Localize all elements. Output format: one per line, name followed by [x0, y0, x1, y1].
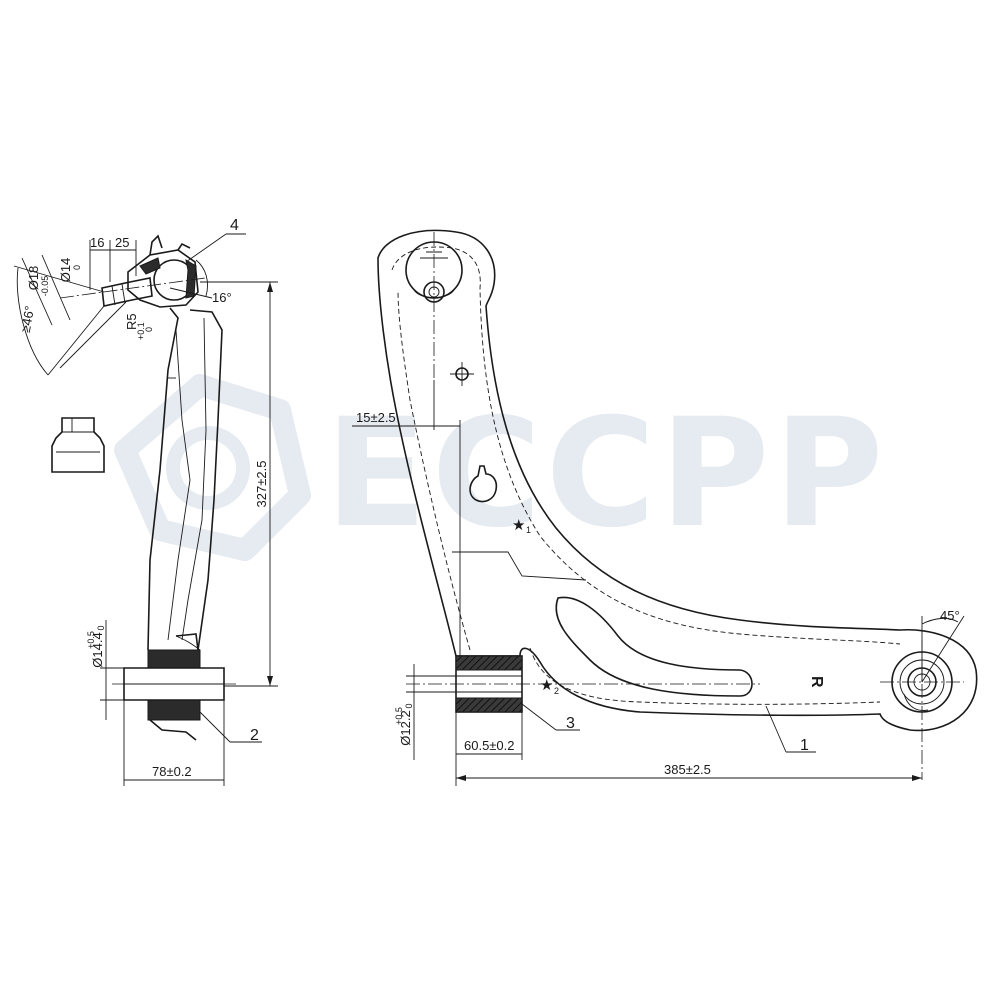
- dim-16: 16: [90, 235, 104, 250]
- watermark-logo-core-icon: [166, 426, 250, 510]
- dim-o15: 15±2.5: [356, 410, 396, 425]
- dim-d14-tol: 0: [72, 265, 82, 270]
- dim-w605: 60.5±0.2: [464, 738, 515, 753]
- dim-l385: 385±2.5: [664, 762, 711, 777]
- dim-d144: Ø14.4: [90, 632, 105, 667]
- dim-ang16: 16°: [212, 290, 232, 305]
- dim-ang46: ≥46°: [18, 305, 37, 334]
- dim-w78: 78±0.2: [152, 764, 192, 779]
- watermark-logo-icon: [114, 374, 311, 561]
- dim-r5: R5: [124, 313, 139, 330]
- dim-d122: Ø12.2: [398, 710, 413, 745]
- dim-d18: Ø18: [26, 266, 41, 291]
- dim-d18-tol: -0.05: [40, 276, 50, 297]
- side-view: 16 25 Ø18 -0.05 Ø14 0 ≥46° R5 +0.1 0 16°…: [13, 217, 278, 786]
- marker-star-1: ★: [512, 516, 525, 534]
- callout-4: 4: [230, 217, 239, 234]
- callout-3: 3: [566, 715, 575, 732]
- ball-joint-housing: [127, 249, 199, 308]
- callout-2: 2: [250, 727, 259, 744]
- bushing-2-side: [112, 633, 236, 741]
- bushing-3-plan: [406, 655, 760, 713]
- plan-view: ★ 1 ★ 2 R 45°: [352, 229, 978, 786]
- dim-ang45: 45°: [940, 608, 960, 623]
- marker-star-1-sub: 1: [526, 525, 531, 535]
- marker-star-2: ★: [540, 676, 553, 694]
- callout-1: 1: [800, 737, 809, 754]
- keyhole: [469, 465, 498, 503]
- dim-r5-tol-top: +0.1: [136, 322, 146, 340]
- dim-d144-tol-bottom: 0: [96, 625, 106, 630]
- side-mark-r: R: [808, 676, 825, 688]
- dim-h327: 327±2.5: [254, 461, 269, 508]
- watermark: ECCPP: [114, 374, 888, 561]
- dim-d14: Ø14: [58, 258, 73, 283]
- arm-side-profile: [147, 307, 223, 651]
- dim-d144-tol-top: +0.5: [86, 631, 96, 649]
- bushing-detail: [51, 417, 105, 473]
- dim-d122-tol-top: +0.5: [394, 707, 404, 725]
- arm-slot: [555, 596, 753, 697]
- marker-star-2-sub: 2: [554, 686, 559, 696]
- watermark-brand: ECCPP: [325, 387, 888, 561]
- dim-r5-tol-bottom: 0: [144, 327, 154, 332]
- dim-d122-tol-bottom: 0: [404, 703, 414, 708]
- dim-25: 25: [115, 235, 129, 250]
